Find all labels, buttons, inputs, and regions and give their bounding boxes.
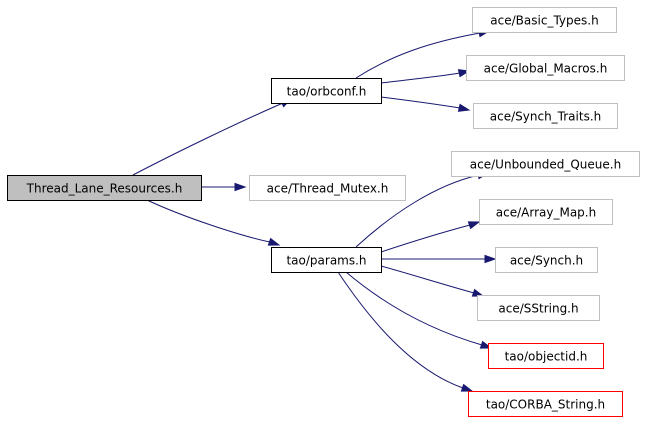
node-corba-string[interactable]: tao/CORBA_String.h [468,391,623,417]
node-objectid[interactable]: tao/objectid.h [488,343,604,369]
node-label: tao/objectid.h [505,350,588,364]
node-label: tao/CORBA_String.h [486,398,605,412]
arrowhead [234,182,247,192]
node-synch[interactable]: ace/Synch.h [495,247,598,273]
node-thread-mutex[interactable]: ace/Thread_Mutex.h [249,175,406,201]
edge-line [355,32,481,79]
edge-line [380,224,471,253]
node-label: ace/Basic_Types.h [490,14,598,28]
node-box [477,295,600,321]
edge-line [132,102,284,176]
node-box [451,151,640,177]
node-box [271,78,382,104]
node-params[interactable]: tao/params.h [271,247,382,273]
edge-thread_lane_resources-to-thread_mutex [201,182,247,192]
edge-thread_lane_resources-to-orbconf [132,98,293,176]
edge-line [380,265,475,294]
node-box [479,199,613,225]
edge-thread_lane_resources-to-params [146,199,281,246]
node-array-map[interactable]: ace/Array_Map.h [479,199,613,225]
edge-line [345,271,483,346]
node-box [271,247,382,273]
node-basic-types[interactable]: ace/Basic_Types.h [472,7,617,33]
node-label: ace/Array_Map.h [496,206,596,220]
arrowhead [484,254,497,264]
node-global-macros[interactable]: ace/Global_Macros.h [466,55,625,81]
edge-orbconf-to-global_macros [380,69,471,84]
node-box [473,103,618,129]
nodes-layer: Thread_Lane_Resources.h tao/orbconf.h ace/… [7,7,640,417]
node-box [7,175,202,201]
edge-params-to-array_map [380,221,481,253]
node-box [495,247,598,273]
node-box [249,175,406,201]
edge-orbconf-to-synch_traits [380,96,471,112]
edge-params-to-corba_string [337,271,474,392]
edge-line [355,174,480,248]
edge-line [146,199,271,243]
node-label: ace/Unbounded_Queue.h [470,158,621,172]
edge-params-to-objectid [345,271,493,349]
node-label: tao/orbconf.h [287,85,367,99]
node-synch-traits[interactable]: ace/Synch_Traits.h [473,103,618,129]
node-label: ace/Thread_Mutex.h [267,182,389,196]
node-box [472,7,617,33]
edge-line [337,271,464,389]
node-box [488,343,604,369]
node-label: ace/Synch_Traits.h [490,110,601,124]
node-box [466,55,625,81]
edges-layer [132,29,497,392]
edge-line [380,72,461,84]
node-thread-lane-resources: Thread_Lane_Resources.h [7,175,202,201]
node-label: ace/Global_Macros.h [484,62,608,76]
node-box [468,391,623,417]
node-orbconf[interactable]: tao/orbconf.h [271,78,382,104]
node-label: Thread_Lane_Resources.h [26,182,183,196]
node-label: ace/Synch.h [510,254,583,268]
node-unbounded-queue[interactable]: ace/Unbounded_Queue.h [451,151,640,177]
arrowhead [457,103,471,112]
node-sstring[interactable]: ace/SString.h [477,295,600,321]
node-label: ace/SString.h [498,302,578,316]
edge-line [380,96,461,109]
edge-params-to-synch [381,254,497,264]
node-label: tao/params.h [286,254,366,268]
edge-params-to-sstring [380,265,485,297]
